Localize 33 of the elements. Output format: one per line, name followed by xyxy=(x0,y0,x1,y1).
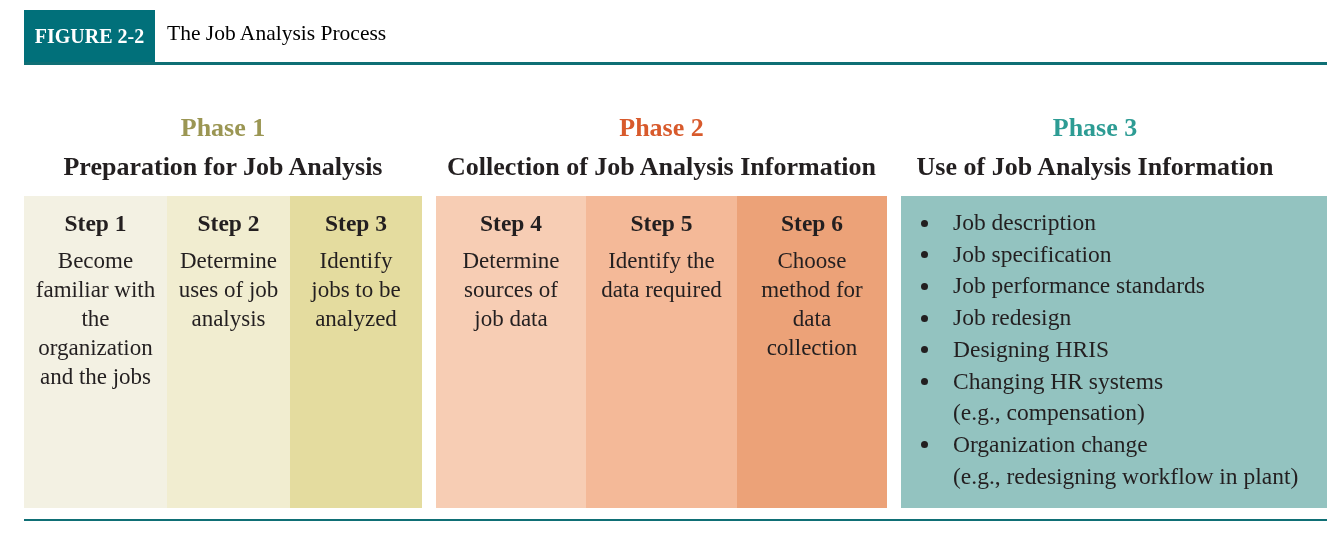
bullet-item: Job description xyxy=(953,208,1096,237)
step-column xyxy=(24,196,167,508)
step-label: Step 1 xyxy=(64,209,127,237)
step-column xyxy=(586,196,737,508)
step-column xyxy=(436,196,586,508)
phase-title: Collection of Job Analysis Information xyxy=(447,152,876,182)
phase-label: Phase 1 xyxy=(180,113,266,143)
phase-title: Preparation for Job Analysis xyxy=(63,152,383,182)
bullet-item: Job specification xyxy=(953,239,1112,269)
step-column xyxy=(737,196,887,508)
step-description: Identify the data required xyxy=(600,247,723,304)
step-label: Step 3 xyxy=(325,209,387,237)
phase-label: Phase 3 xyxy=(1052,113,1138,143)
step-description: Determine uses of job analysis xyxy=(177,247,280,333)
step-description: Determine sources of job data xyxy=(461,247,561,333)
phase-title: Use of Job Analysis Information xyxy=(916,152,1274,182)
bullet-item: Designing HRIS xyxy=(953,334,1110,364)
bullet-item: Changing HR systems (e.g., compensation) xyxy=(953,366,1164,428)
bullet-item: Job redesign xyxy=(953,303,1072,333)
step-column xyxy=(290,196,422,508)
phase-label: Phase 2 xyxy=(619,113,704,143)
bullet-item: Job performance standards xyxy=(953,271,1205,301)
bullet-item: Organization change (e.g., redesigning workflow in plant) xyxy=(953,429,1299,491)
step-description: Choose method for data collection xyxy=(760,247,864,362)
step-label: Step 2 xyxy=(197,209,260,237)
step-column xyxy=(167,196,290,508)
step-description: Identify jobs to be analyzed xyxy=(309,247,402,333)
step-label: Step 6 xyxy=(781,209,843,237)
figure-title: The Job Analysis Process xyxy=(167,20,387,46)
figure-number: FIGURE 2-2 xyxy=(24,10,155,62)
step-label: Step 5 xyxy=(630,209,693,237)
step-description: Become familiar with the organization and the jobs xyxy=(34,247,157,391)
step-label: Step 4 xyxy=(480,209,542,237)
